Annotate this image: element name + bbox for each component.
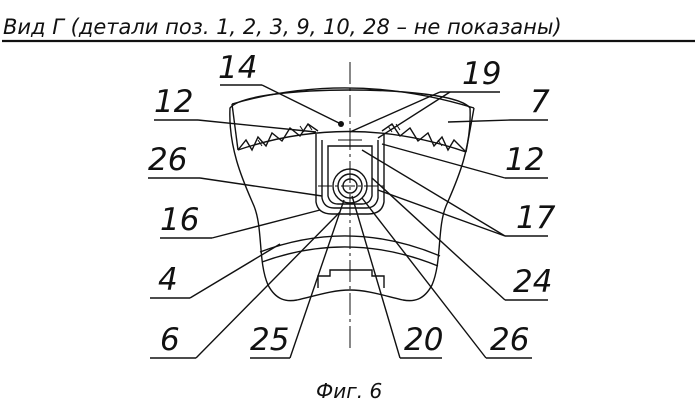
leader-12-left <box>198 120 316 132</box>
label-7: 7 <box>530 84 550 120</box>
label-19: 19 <box>462 56 501 92</box>
gear-sector-outer-arc <box>232 88 474 108</box>
label-14: 14 <box>218 50 257 86</box>
label-16: 16 <box>160 202 199 238</box>
label-25: 25 <box>250 322 289 358</box>
leader-4 <box>190 244 280 298</box>
leader-25 <box>290 200 344 358</box>
label-12-right: 12 <box>505 142 544 178</box>
view-title: Вид Г (детали поз. 1, 2, 3, 9, 10, 28 – … <box>3 15 562 39</box>
label-24: 24 <box>513 264 552 300</box>
label-26-bottom: 26 <box>490 322 529 358</box>
label-20: 20 <box>404 322 443 358</box>
leader-16 <box>212 210 320 238</box>
label-4: 4 <box>158 262 178 298</box>
label-26-left: 26 <box>148 142 187 178</box>
label-12-left: 12 <box>154 84 193 120</box>
leader-7 <box>448 120 510 122</box>
label-6: 6 <box>160 322 180 358</box>
label-17: 17 <box>516 200 556 236</box>
figure-caption: Фиг. 6 <box>316 379 382 403</box>
leader-19-a <box>350 92 440 132</box>
leader-26-left <box>200 178 322 196</box>
leader-20 <box>352 196 400 358</box>
